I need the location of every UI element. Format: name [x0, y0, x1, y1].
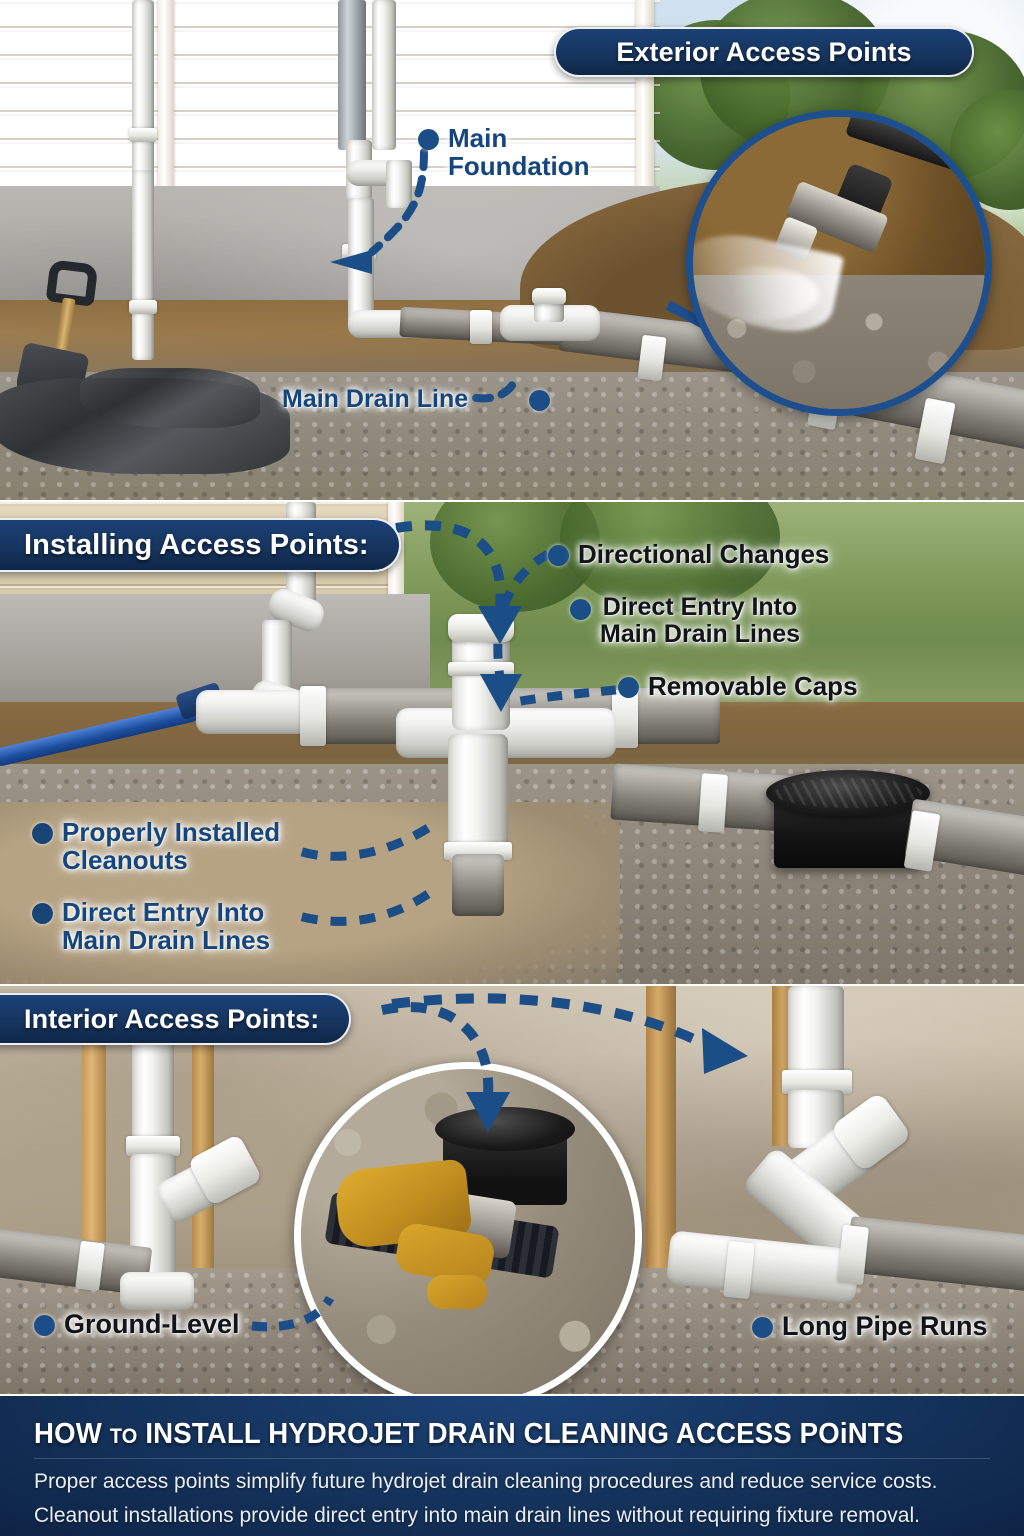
house-siding: [0, 0, 660, 190]
callout-ground-level-label: Ground-Level: [64, 1309, 240, 1339]
siding-corner-trim: [158, 0, 174, 188]
footer-summary: HOW TO INSTALL HYDROJET DRAiN CLEANING A…: [0, 1396, 1024, 1536]
footer-title-post: INSTALL HYDROJET DRAiN CLEANING ACCESS P…: [137, 1418, 904, 1450]
callout-main-foundation: Main Foundation: [418, 124, 590, 180]
tarp: [80, 368, 260, 428]
cleanout-cap: [448, 614, 514, 642]
pipe-collar: [129, 128, 157, 142]
pipe-collar: [126, 1136, 180, 1156]
cleanout-lid: [435, 1107, 575, 1151]
callout-direct-entry-bottom: Direct Entry Into Main Drain Lines: [32, 898, 270, 954]
footer-divider: [34, 1458, 990, 1459]
banner-exterior-label: Exterior Access Points: [616, 36, 912, 67]
callout-bullet-dot: [418, 129, 439, 150]
magnifier-inset-cleanout-install: [294, 1062, 642, 1394]
panel-installing-access-points: Installing Access Points: Directional Ch…: [0, 502, 1024, 984]
callout-direct-entry-top-label: Direct Entry Into Main Drain Lines: [600, 593, 801, 648]
footer-title-pre: HOW: [34, 1418, 110, 1450]
downspout-pipe: [372, 0, 396, 150]
banner-installing-label: Installing Access Points:: [24, 528, 369, 561]
cleanout-cap: [532, 288, 566, 304]
callout-direct-entry-top: Direct Entry Into Main Drain Lines: [570, 594, 800, 648]
cleanout-lid: [766, 770, 930, 816]
banner-interior-access-points: Interior Access Points:: [0, 993, 352, 1045]
pipe-collar: [698, 773, 728, 833]
panel-divider: [0, 500, 1024, 502]
downspout-pipe: [132, 170, 154, 360]
pipe-collar: [448, 662, 514, 676]
lid-tread-pattern: [774, 778, 922, 808]
callout-main-drain-line-label: Main Drain Line: [282, 385, 469, 413]
callout-properly-installed-cleanouts-label: Properly Installed Cleanouts: [62, 817, 281, 876]
callout-bullet-dot: [548, 545, 569, 566]
panel-interior-access-points: Interior Access Points: Ground-Level Lon…: [0, 986, 1024, 1394]
callout-removable-caps: Removable Caps: [618, 672, 858, 700]
pipe-collar: [470, 310, 492, 344]
callout-bullet-dot: [34, 1315, 55, 1336]
pipe-collar: [129, 300, 157, 314]
footer-body-text: Proper access points simplify future hyd…: [34, 1470, 938, 1528]
callout-ground-level: Ground-Level: [34, 1309, 240, 1339]
photo-exterior-scene: [0, 0, 1024, 500]
interior-drain-stack: [788, 986, 844, 1082]
glove-thumb: [427, 1275, 487, 1309]
callout-directional-changes-label: Directional Changes: [578, 539, 830, 569]
callout-directional-changes: Directional Changes: [548, 540, 829, 568]
cleanout-riser-vertical: [452, 630, 510, 730]
banner-installing-access-points: Installing Access Points:: [0, 518, 401, 572]
downspout-pipe: [132, 0, 154, 178]
callout-direct-entry-bottom-label: Direct Entry Into Main Drain Lines: [62, 897, 271, 956]
callout-main-foundation-label: Main Foundation: [448, 123, 590, 182]
water-spray: [699, 267, 819, 321]
callout-bullet-dot: [529, 390, 551, 411]
banner-exterior-access-points: Exterior Access Points: [554, 27, 974, 77]
drain-pipe-into-ground: [452, 854, 504, 916]
callout-main-drain-line: Main Drain Line: [282, 385, 551, 413]
callout-bullet-dot: [32, 823, 53, 844]
panel-divider: [0, 984, 1024, 986]
magnifier-photo: [693, 117, 985, 409]
drain-pipe-elbow: [120, 1272, 194, 1310]
footer-title-small-caps: TO: [109, 1425, 138, 1448]
drain-pipe-vertical: [386, 160, 412, 208]
pipe-collar: [300, 686, 326, 746]
metal-downspout: [338, 0, 366, 150]
magnifier-photo: [301, 1069, 635, 1394]
callout-long-pipe-runs: Long Pipe Runs: [752, 1311, 988, 1341]
magnifier-inset-hydrojet-nozzle: [686, 110, 992, 416]
panel-exterior-access-points: Exterior Access Points Main Foundation M…: [0, 0, 1024, 500]
footer-title: HOW TO INSTALL HYDROJET DRAiN CLEANING A…: [34, 1418, 942, 1451]
callout-bullet-dot: [570, 599, 591, 620]
callout-properly-installed-cleanouts: Properly Installed Cleanouts: [32, 818, 280, 874]
callout-bullet-dot: [32, 903, 53, 924]
callout-removable-caps-label: Removable Caps: [648, 671, 858, 701]
callout-long-pipe-runs-label: Long Pipe Runs: [782, 1311, 988, 1341]
drain-pipe-vertical: [348, 198, 374, 328]
callout-bullet-dot: [752, 1317, 773, 1338]
callout-bullet-dot: [618, 677, 639, 698]
banner-interior-label: Interior Access Points:: [24, 1003, 320, 1034]
